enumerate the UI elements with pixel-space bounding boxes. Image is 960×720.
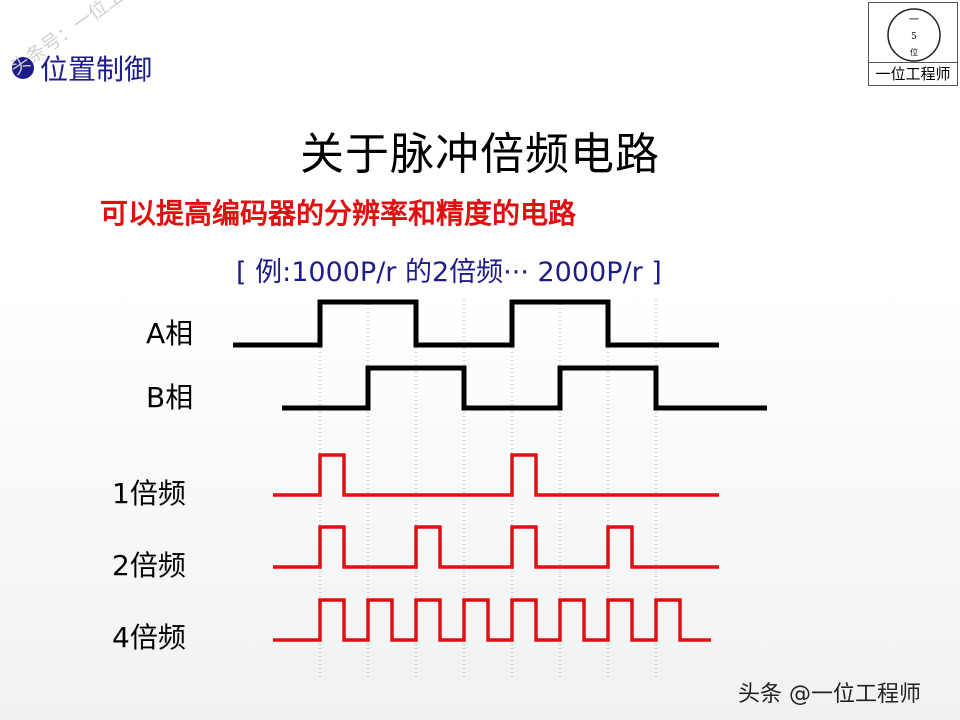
logo-caption: 一位工程师 <box>869 62 957 85</box>
label-x1: 1倍频 <box>112 477 186 510</box>
logo-glyph-mid: 5 <box>911 32 917 42</box>
x2-pulse-waveform <box>273 525 719 569</box>
logo: 一 5 位 一位工程师 <box>868 2 958 86</box>
a-phase-waveform <box>233 299 719 348</box>
x1-pulse-waveform <box>273 453 719 497</box>
logo-glyph-bottom: 位 <box>910 47 918 57</box>
logo-emblem-icon: 一 5 位 <box>887 8 941 62</box>
b-phase-waveform <box>282 365 767 411</box>
logo-glyph-top: 一 <box>909 15 919 26</box>
x4-pulse-waveform <box>273 598 711 642</box>
label-x4: 4倍频 <box>112 621 186 654</box>
page-title: 关于脉冲倍频电路 <box>300 129 660 180</box>
label-b-phase: B相 <box>146 381 194 414</box>
label-a-phase: A相 <box>146 317 194 350</box>
example-note: [ 例:1000P/r 的2倍频··· 2000P/r ] <box>236 257 662 288</box>
bullet-icon <box>12 57 34 79</box>
section-heading: 位置制御 <box>12 48 152 88</box>
subtitle: 可以提高编码器的分辨率和精度的电路 <box>100 197 577 230</box>
footer-watermark: 头条 @一位工程师 <box>738 682 921 707</box>
label-x2: 2倍频 <box>112 549 186 582</box>
section-title: 位置制御 <box>40 53 153 86</box>
